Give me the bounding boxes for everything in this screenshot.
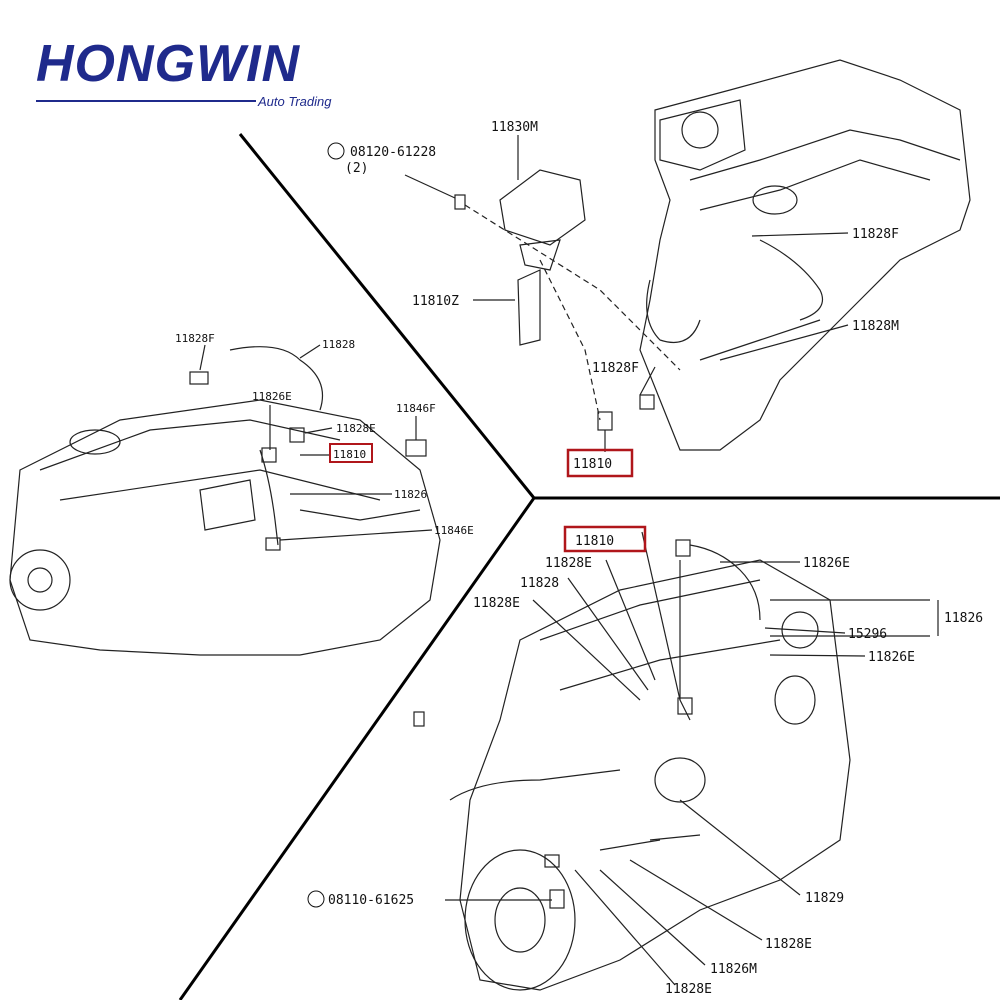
label-11810-top-right: 11810 xyxy=(573,457,612,472)
panel-dividers xyxy=(178,133,1000,1000)
label-11828m: 11828M xyxy=(852,319,899,334)
label-11810-left: 11810 xyxy=(333,448,366,461)
label-11830m: 11830M xyxy=(491,120,538,135)
brand-subtitle: Auto Trading xyxy=(258,94,332,109)
brand-underline xyxy=(36,100,256,102)
brand-name: HONGWIN xyxy=(36,35,301,93)
labels-top-right: 11830M 08120-61228 (2) 11828F 11810Z 118… xyxy=(327,120,899,478)
bolt-marker-icon xyxy=(307,890,325,908)
label-11828f-b: 11828F xyxy=(592,361,639,376)
label-11828: 11828 xyxy=(322,338,355,351)
panel-bottom-right xyxy=(413,531,939,991)
label-11828f: 11828F xyxy=(175,332,215,345)
label-08110-61625: 08110-61625 xyxy=(328,893,414,908)
label-11829: 11829 xyxy=(805,891,844,906)
label-15296: 15296 xyxy=(848,627,887,642)
label-11828e: 11828E xyxy=(336,422,376,435)
bolt-marker-icon xyxy=(327,142,345,160)
highlight-box-top-right xyxy=(566,448,634,478)
label-11846f: 11846F xyxy=(396,402,436,415)
panel-left xyxy=(9,344,441,656)
label-08120-61228: 08120-61228 xyxy=(350,145,436,160)
label-11826: 11826 xyxy=(944,611,983,626)
label-11846e: 11846E xyxy=(434,524,474,537)
label-11826e: 11826E xyxy=(252,390,292,403)
labels-left: 11828F 11828 11826E 11828E 11846F 11810 … xyxy=(175,332,474,537)
label-11828e-d: 11828E xyxy=(665,982,712,997)
brand-logo: HONGWIN xyxy=(36,38,300,90)
label-11828: 11828 xyxy=(520,576,559,591)
highlight-box-left xyxy=(329,443,373,463)
panel-top-right xyxy=(404,59,971,452)
label-11810z: 11810Z xyxy=(412,294,459,309)
label-qty-2: (2) xyxy=(345,161,368,176)
label-11826m: 11826M xyxy=(710,962,757,977)
labels-bottom-right: 11810 11828E 11828 11828E 11826E 11826 1… xyxy=(307,525,983,997)
label-11826e-b: 11826E xyxy=(868,650,915,665)
label-11828e-a: 11828E xyxy=(545,556,592,571)
label-11828f-a: 11828F xyxy=(852,227,899,242)
highlight-box-bottom-right xyxy=(563,525,647,553)
label-11828e-b: 11828E xyxy=(473,596,520,611)
label-11828e-c: 11828E xyxy=(765,937,812,952)
label-11826e-a: 11826E xyxy=(803,556,850,571)
label-11810-bottom-right: 11810 xyxy=(575,534,614,549)
label-11826: 11826 xyxy=(394,488,427,501)
